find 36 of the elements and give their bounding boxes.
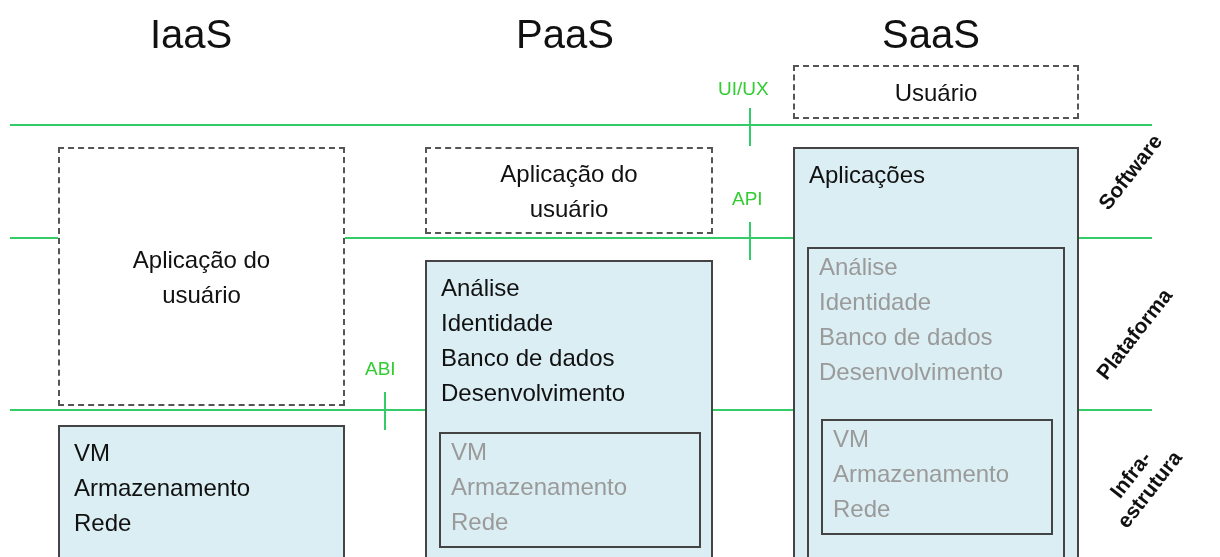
box-text: Usuário: [894, 77, 978, 108]
box-text: VM: [451, 437, 488, 467]
dashed-box: [58, 147, 345, 406]
column-title: IaaS: [150, 12, 233, 57]
box-text: Aplicações: [809, 160, 927, 190]
interface-label: ABI: [365, 358, 396, 380]
box-text: Banco de dados: [819, 322, 994, 352]
column-title: SaaS: [882, 12, 980, 57]
layer-box: [821, 419, 1053, 535]
layer-box: [793, 147, 1079, 557]
box-text: Rede: [451, 507, 510, 537]
dashed-box: [425, 147, 713, 234]
box-text: Rede: [833, 494, 892, 524]
box-text: Desenvolvimento: [819, 357, 1005, 387]
box-text: Armazenamento: [74, 473, 252, 503]
layer-box: [425, 260, 713, 557]
interface-label: API: [732, 188, 763, 210]
box-text: VM: [74, 438, 111, 468]
box-text: Análise: [819, 252, 899, 282]
box-text: Análise: [441, 273, 521, 303]
interface-label: UI/UX: [718, 78, 769, 100]
layer-box: [439, 432, 701, 548]
box-text: Identidade: [441, 308, 555, 338]
dashed-box: [793, 65, 1079, 119]
box-text: Aplicação do usuário: [499, 158, 639, 224]
box-text: Aplicação do usuário: [131, 244, 272, 310]
layer-box: [807, 247, 1065, 557]
layer-box: [58, 425, 345, 557]
box-text: VM: [833, 424, 870, 454]
box-text: Rede: [74, 508, 133, 538]
box-text: Armazenamento: [833, 459, 1011, 489]
box-text: Desenvolvimento: [441, 378, 627, 408]
box-text: Armazenamento: [451, 472, 629, 502]
box-text: Identidade: [819, 287, 933, 317]
column-title: PaaS: [516, 12, 614, 57]
box-text: Banco de dados: [441, 343, 616, 373]
